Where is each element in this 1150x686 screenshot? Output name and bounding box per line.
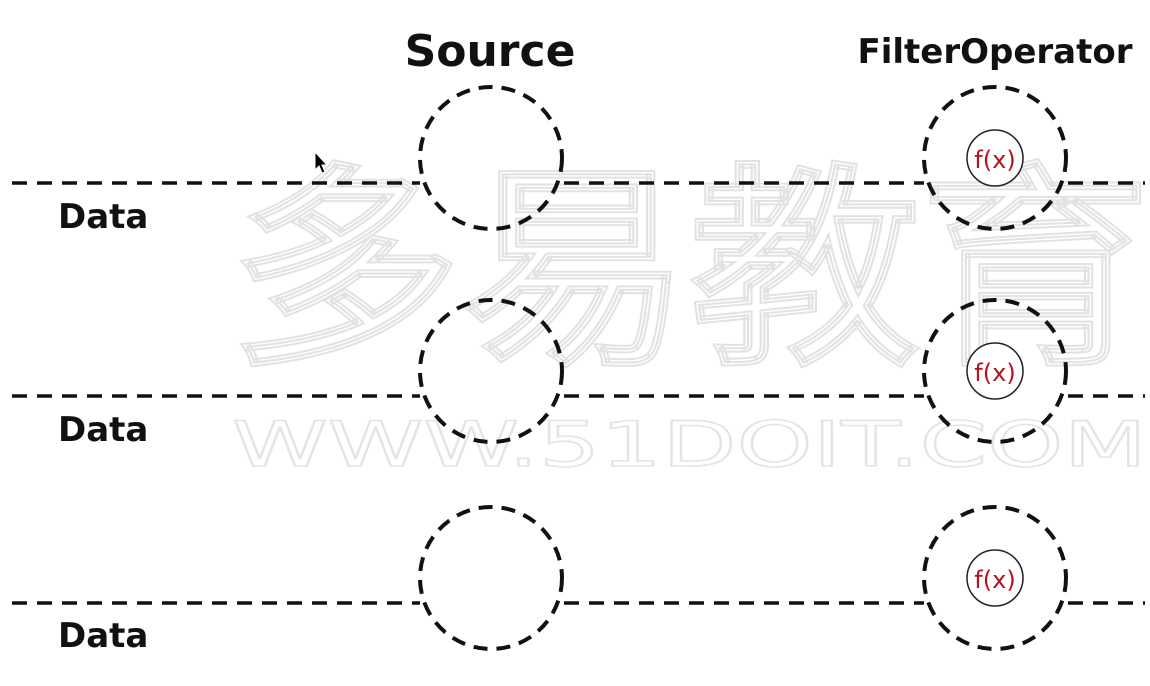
function-label: f(x): [974, 566, 1015, 594]
data-row: f(x) Data: [12, 85, 1145, 237]
source-node: [418, 85, 564, 231]
data-label: Data: [58, 197, 148, 237]
function-label: f(x): [974, 146, 1015, 174]
watermark-url-text: WWW.51DOIT.COM: [232, 408, 1147, 481]
filter-operator-node: [922, 85, 1068, 231]
filter-operator-title: FilterOperator: [857, 32, 1132, 72]
function-label: f(x): [974, 359, 1015, 387]
mouse-pointer-icon: [314, 150, 329, 174]
source-node: [418, 298, 564, 444]
data-row: f(x) Data: [12, 505, 1145, 656]
function-circle: [966, 342, 1024, 400]
source-title: Source: [405, 26, 576, 77]
data-label: Data: [58, 616, 148, 656]
data-row: f(x) Data: [12, 298, 1145, 450]
data-label: Data: [58, 410, 148, 450]
source-node: [418, 505, 564, 651]
watermark: 多易教育 WWW.51DOIT.COM: [229, 144, 1150, 482]
filter-operator-node: [922, 505, 1068, 651]
filter-operator-node: [922, 298, 1068, 444]
function-circle: [966, 549, 1024, 607]
function-circle: [966, 129, 1024, 187]
